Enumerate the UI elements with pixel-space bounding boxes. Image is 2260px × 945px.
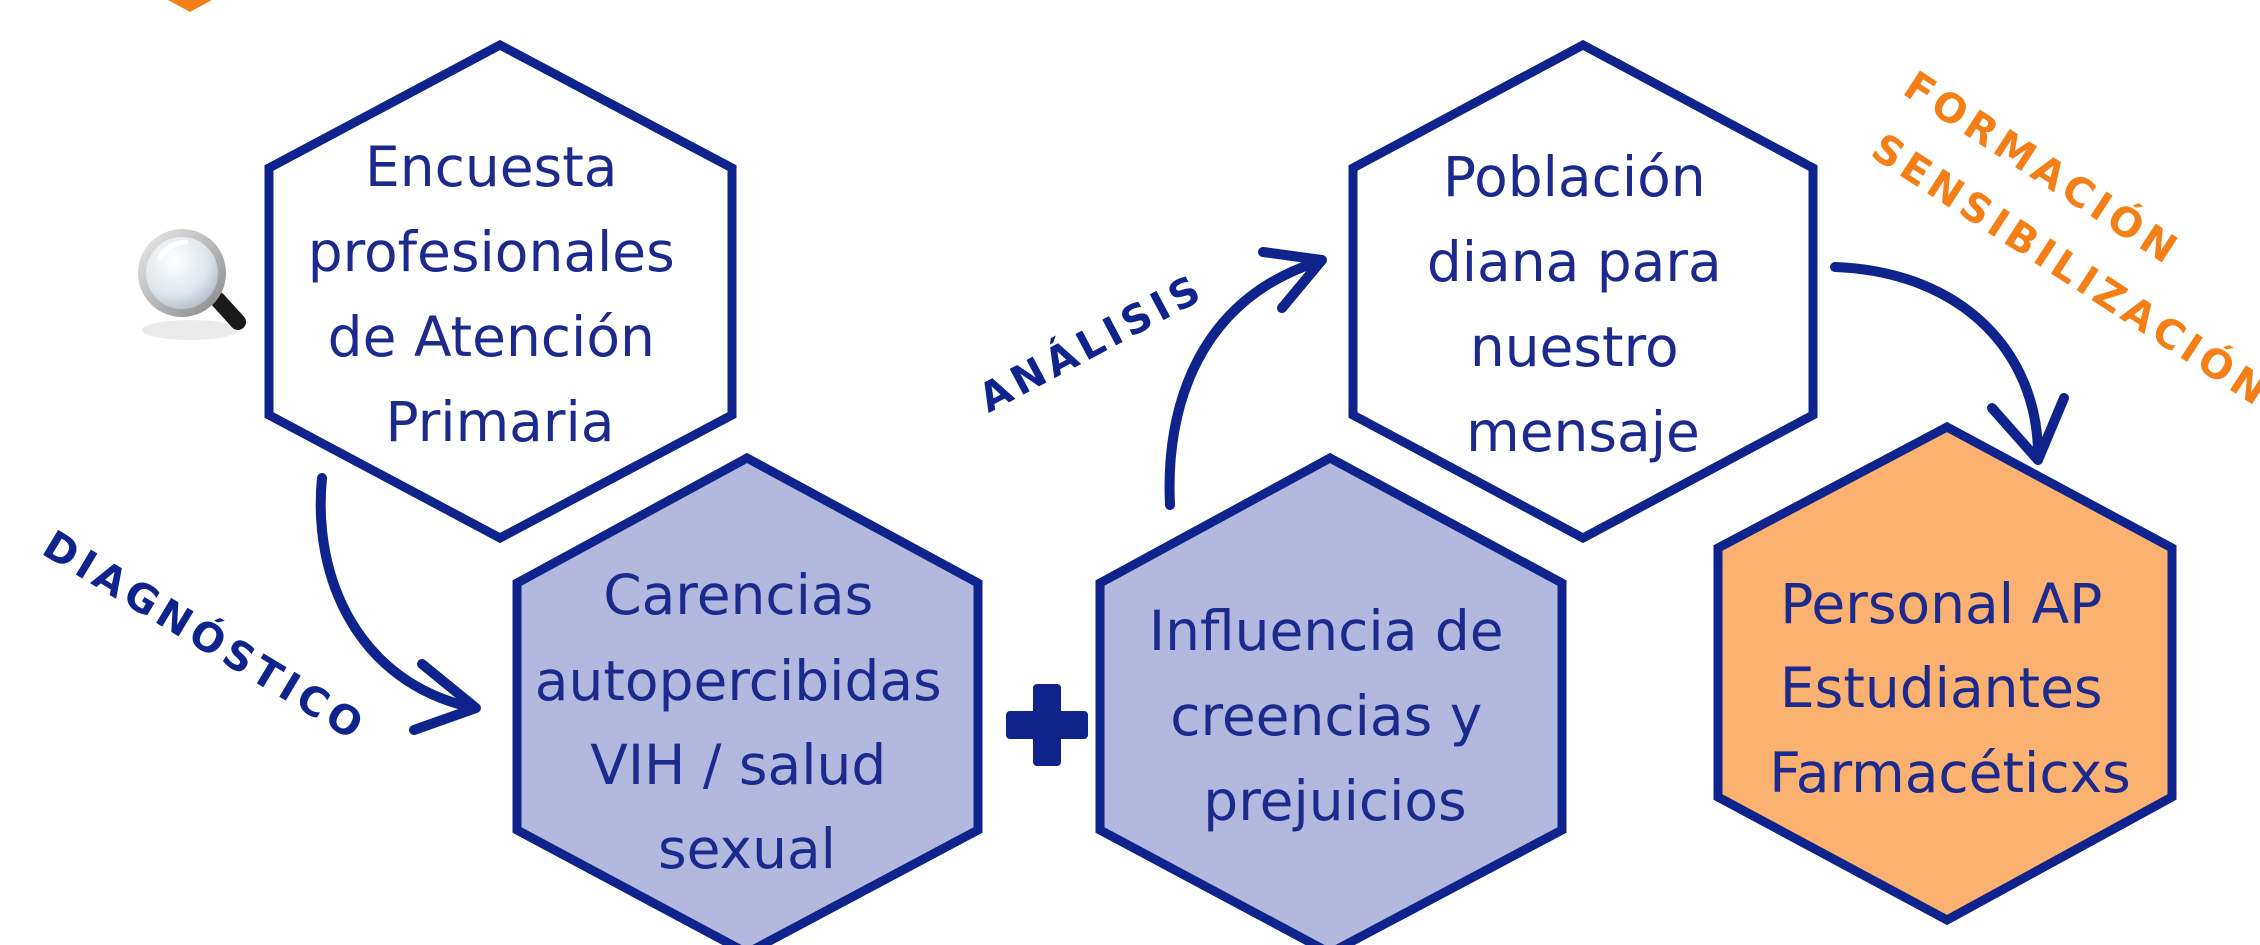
carencias-line-3: VIH / salud (590, 733, 886, 797)
hexagon-encuesta-shape (264, 39, 737, 544)
carencias-line-2: autopercibidas (535, 649, 942, 713)
hexagon-poblacion: Población diana para nuestro mensaje (1427, 145, 1739, 464)
carencias-line-4: sexual (658, 817, 836, 881)
influencia-line-2: creencias y (1170, 684, 1482, 748)
hexagon-influencia-shape (1095, 452, 1567, 945)
poblacion-line-4: mensaje (1466, 400, 1700, 464)
personal-line-2: Estudiantes (1780, 656, 2103, 720)
arrow-diagnostico (315, 473, 481, 735)
hexagon-influencia: Influencia de creencias y prejuicios (1149, 599, 1521, 833)
encuesta-line-1: Encuesta (365, 135, 617, 199)
personal-line-3: Farmacéticxs (1769, 741, 2131, 805)
hexagon-carencias-shape (512, 452, 983, 945)
poblacion-line-2: diana para (1427, 230, 1722, 294)
encuesta-line-3: de Atención (328, 305, 655, 369)
magnifying-glass-icon (138, 229, 246, 340)
hexagon-carencias: Carencias autopercibidas VIH / salud sex… (535, 563, 959, 881)
hexagon-encuesta: Encuesta profesionales de Atención Prima… (308, 135, 693, 454)
hexagon-poblacion-shape (1348, 39, 1818, 544)
carencias-line-1: Carencias (603, 563, 873, 627)
corner-orange-mark (168, 0, 212, 12)
influencia-line-3: prejuicios (1203, 769, 1466, 833)
arrow-analisis (1164, 247, 1327, 510)
influencia-line-1: Influencia de (1149, 599, 1504, 663)
poblacion-line-3: nuestro (1470, 315, 1679, 379)
plus-icon (1006, 684, 1088, 766)
label-analisis: ANÁLISIS (971, 263, 1213, 422)
poblacion-line-1: Población (1443, 145, 1706, 209)
arrow-formacion (1830, 262, 2069, 465)
hexagon-personal: Personal AP Estudiantes Farmacéticxs (1769, 572, 2131, 805)
hexagon-personal-shape (1713, 421, 2177, 926)
encuesta-line-2: profesionales (308, 220, 675, 284)
personal-line-1: Personal AP (1780, 572, 2102, 636)
encuesta-line-4: Primaria (386, 390, 615, 454)
